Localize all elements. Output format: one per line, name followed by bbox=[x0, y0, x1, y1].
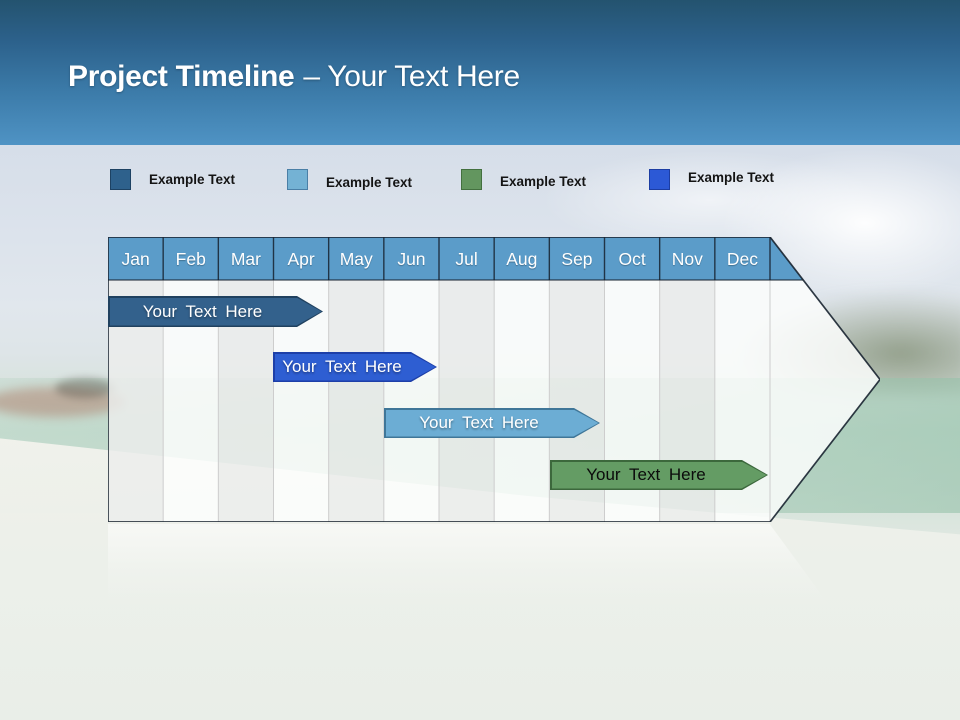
title-band: Project Timeline – Your Text Here bbox=[0, 0, 960, 145]
legend-swatch-dark-blue bbox=[110, 169, 131, 190]
month-cell[interactable]: Aug bbox=[506, 249, 538, 269]
month-cell[interactable]: May bbox=[339, 249, 373, 269]
timeline-bar-label: Your Text Here bbox=[142, 301, 263, 321]
legend-item[interactable]: Example Text bbox=[287, 169, 412, 190]
timeline-bar-label: Your Text Here bbox=[586, 465, 706, 484]
month-header-row: Jan Feb Mar Apr May Jun Jul Aug Sep Oct … bbox=[108, 237, 770, 280]
month-cell[interactable]: Dec bbox=[726, 249, 759, 269]
legend-label: Example Text bbox=[500, 174, 587, 189]
timeline-bar-fill bbox=[552, 462, 767, 489]
month-cell[interactable]: Mar bbox=[230, 249, 261, 269]
month-cell[interactable]: Sep bbox=[561, 249, 593, 269]
timeline-bar-2[interactable]: Your Text Here bbox=[273, 352, 437, 382]
month-cell[interactable]: Feb bbox=[175, 249, 206, 269]
arrow-outline bbox=[108, 237, 880, 522]
month-header-band bbox=[108, 237, 804, 280]
month-cell[interactable]: Oct bbox=[618, 249, 646, 269]
legend-label: Example Text bbox=[149, 172, 236, 187]
timeline-table: Jan Feb Mar Apr May Jun Jul Aug Sep Oct … bbox=[108, 237, 880, 522]
legend-item[interactable]: Example Text bbox=[649, 169, 774, 190]
boat bbox=[55, 378, 115, 398]
legend-swatch-light-blue bbox=[287, 169, 308, 190]
timeline-bar-1[interactable]: Your Text Here bbox=[108, 296, 323, 327]
month-cell[interactable]: Jul bbox=[455, 249, 478, 269]
slide-title-subtitle: – Your Text Here bbox=[303, 60, 520, 93]
timeline-bar-fill bbox=[275, 354, 436, 381]
timeline-bar-fill bbox=[386, 410, 599, 437]
timeline-bar-4[interactable]: Your Text Here bbox=[550, 460, 768, 490]
legend-swatch-bright-blue bbox=[649, 169, 670, 190]
table-reflection bbox=[108, 524, 833, 609]
legend-label: Example Text bbox=[688, 170, 775, 185]
month-cell[interactable]: Apr bbox=[287, 249, 315, 269]
legend-label: Example Text bbox=[326, 175, 413, 190]
timeline-bar-fill bbox=[110, 298, 322, 326]
boat bbox=[0, 387, 125, 417]
timeline-bar-3[interactable]: Your Text Here bbox=[384, 408, 600, 438]
month-cell[interactable]: Nov bbox=[671, 249, 703, 269]
timeline-bar-label: Your Text Here bbox=[419, 413, 539, 432]
slide-title[interactable]: Project Timeline – Your Text Here bbox=[68, 60, 520, 93]
month-cell[interactable]: Jun bbox=[397, 249, 426, 269]
timeline-bar-label: Your Text Here bbox=[282, 357, 402, 376]
legend-item[interactable]: Example Text bbox=[110, 169, 235, 190]
legend-item[interactable]: Example Text bbox=[461, 169, 586, 190]
slide-title-bold: Project Timeline bbox=[68, 60, 295, 93]
month-cell[interactable]: Jan bbox=[121, 249, 150, 269]
legend-swatch-green bbox=[461, 169, 482, 190]
